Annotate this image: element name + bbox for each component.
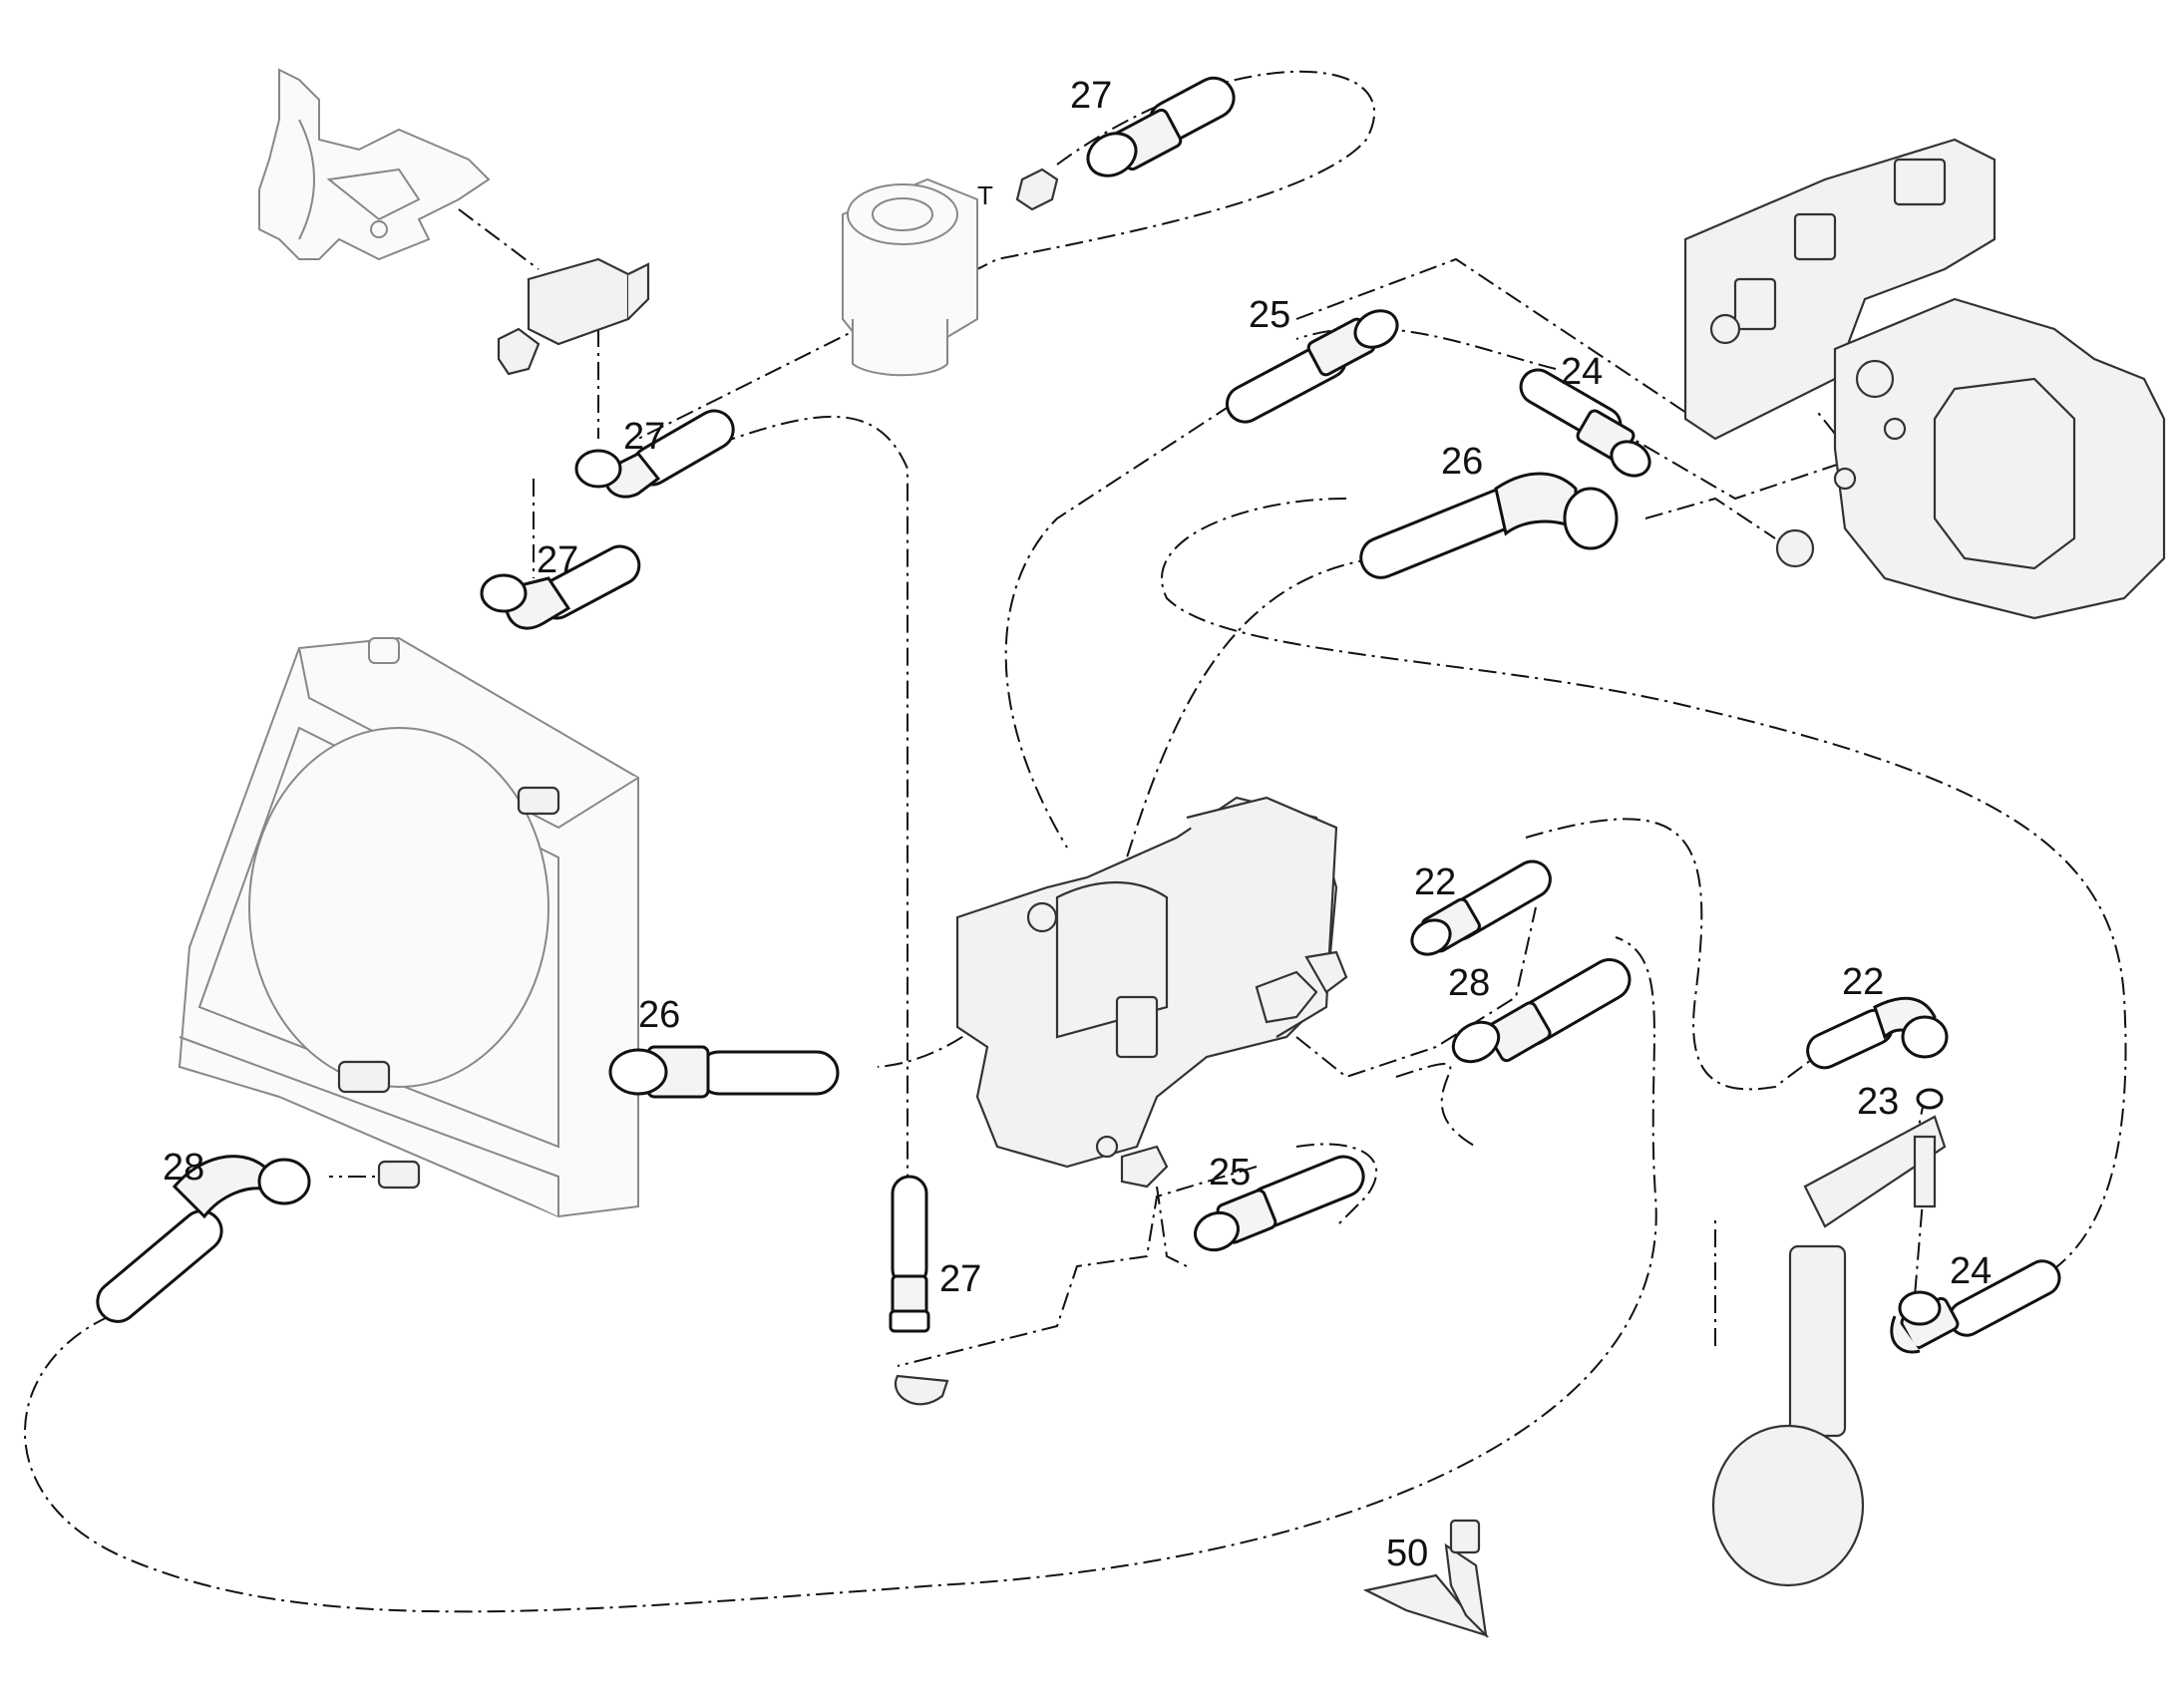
- port-t-label: T: [977, 180, 993, 210]
- hose-25-lower: [1194, 1155, 1365, 1252]
- label-26-upper: 26: [1441, 441, 1483, 483]
- radiator-cooler: [178, 636, 639, 1218]
- callout-labels: 27 25 24 26 27 27 22 28 26 25 28 27 22 2…: [163, 75, 1992, 1574]
- hose-26-upper: [1359, 472, 1619, 579]
- hose-26-left: [608, 1045, 840, 1099]
- hose-24-upper: [1519, 368, 1651, 478]
- label-24-upper: 24: [1561, 351, 1603, 393]
- hose-25-upper: [1226, 309, 1399, 424]
- washer-23: [1916, 1088, 1944, 1110]
- label-28-left: 28: [163, 1147, 204, 1189]
- label-23-washer: 23: [1857, 1081, 1899, 1123]
- label-27-mid-b: 27: [537, 539, 578, 581]
- hose-28-center: [1451, 958, 1632, 1064]
- label-27-mid-a: 27: [623, 416, 665, 458]
- label-50-clamp: 50: [1386, 1533, 1428, 1574]
- label-24-right: 24: [1950, 1250, 1992, 1292]
- hose-24-right: [1890, 1259, 2061, 1354]
- hose-27-mid-a: [574, 409, 735, 499]
- hose-22-right: [1806, 996, 1949, 1070]
- label-22-right: 22: [1842, 961, 1884, 1003]
- label-27-top: 27: [1070, 75, 1112, 117]
- hose-27-top: [1086, 76, 1236, 177]
- label-26-left: 26: [638, 994, 680, 1036]
- label-25-lower: 25: [1209, 1152, 1251, 1194]
- clamp-50: [1362, 1519, 1490, 1639]
- hose-22-center: [1410, 859, 1552, 956]
- label-28-center: 28: [1448, 962, 1490, 1004]
- pedal-valve-assembly: [258, 68, 650, 376]
- hose-28-left: [96, 1155, 311, 1323]
- label-27-lower: 27: [939, 1258, 981, 1300]
- label-22-center: 22: [1414, 861, 1456, 903]
- hose-27-mid-b: [480, 544, 641, 630]
- hose-27-lower: [889, 1175, 949, 1406]
- steering-unit: T: [842, 168, 1059, 377]
- hydraulic-pump-assembly: [1683, 138, 2166, 620]
- label-25-upper: 25: [1249, 294, 1290, 336]
- accumulator: [1711, 1115, 1947, 1587]
- hydraulic-motor: [955, 796, 1348, 1189]
